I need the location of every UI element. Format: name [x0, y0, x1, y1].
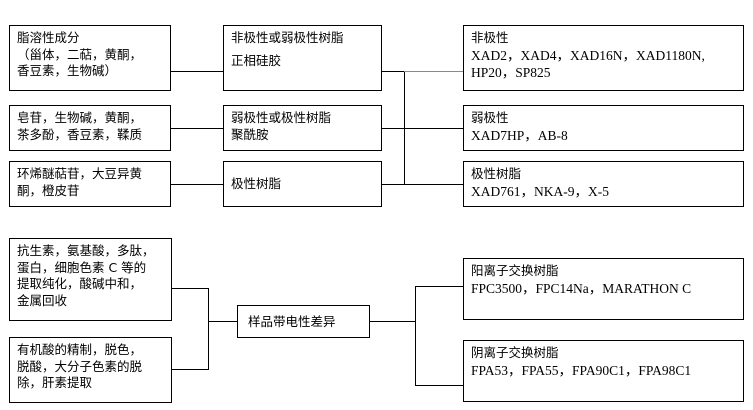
- connector-method3-bus: [382, 184, 404, 185]
- sample-box-row1-line2: （甾体，二萜，黄酮，: [17, 46, 143, 62]
- sample-box-row3-line1: 环烯醚萜苷，大豆异黄: [17, 166, 143, 181]
- connector-sample3-method3: [171, 184, 223, 185]
- connector-bus-resin3: [404, 184, 463, 185]
- method-box-row1-line1: 非极性或弱极性树脂: [231, 30, 344, 45]
- sample-box-row2: 皂苷，生物碱，黄酮， 茶多酚，香豆素，鞣质: [9, 105, 171, 151]
- anion-resin-box: 阴离子交换树脂 FPA53，FPA55，FPA90C1，FPA98C1: [463, 340, 744, 402]
- sample-box-row3: 环烯醚萜苷，大豆异黄 酮，橙皮苷: [9, 161, 171, 207]
- method-box-row2-line1: 弱极性或极性树脂: [231, 110, 332, 125]
- sample-box-row2-line2: 茶多酚，香豆素，鞣质: [17, 126, 143, 142]
- resin-box-row1-items-line1: XAD2，XAD4，XAD16N，XAD1180N,: [471, 47, 705, 63]
- anion-resin-items-line1: FPA53，FPA55，FPA90C1，FPA98C1: [471, 362, 692, 378]
- connector-method2-bus: [382, 128, 404, 129]
- resin-box-row3: 极性树脂 XAD761，NKA-9，X-5: [463, 161, 744, 207]
- connector-bracket-to-principle: [208, 321, 237, 322]
- connector-bracket-anion: [415, 385, 463, 386]
- connector-bracket-right-vertical: [415, 286, 416, 385]
- resin-box-row2: 弱极性 XAD7HP，AB-8: [463, 105, 744, 151]
- method-box-row1-line2: 正相硅胶: [231, 52, 282, 68]
- application-box-1-line3: 提取纯化，酸碱中和，: [17, 276, 143, 291]
- cation-resin-box: 阳离子交换树脂 FPC3500，FPC14Na，MARATHON C: [463, 258, 744, 320]
- connector-bracket-cation: [415, 286, 463, 287]
- application-box-2-line3: 除，肝素提取: [17, 375, 93, 390]
- application-box-2-line1: 有机酸的精制，脱色，: [17, 342, 143, 357]
- connector-principle-to-bracket: [370, 321, 415, 322]
- resin-box-row2-heading: 弱极性: [471, 110, 509, 125]
- principle-box-label: 样品带电性差异: [248, 313, 336, 329]
- resin-box-row3-items-line1: XAD761，NKA-9，X-5: [471, 183, 609, 199]
- application-box-1-line1: 抗生素，氨基酸，多肽，: [17, 243, 155, 258]
- cation-resin-items-line1: FPC3500，FPC14Na，MARATHON C: [471, 280, 692, 296]
- resin-box-row1-items-line2: HP20，SP825: [471, 65, 551, 81]
- method-box-row3: 极性树脂: [223, 161, 382, 207]
- connector-application2-bracket: [172, 369, 208, 370]
- application-box-1-line2: 蛋白，细胞色素 C 等的: [17, 259, 147, 275]
- method-box-row2: 弱极性或极性树脂 聚酰胺: [223, 105, 382, 151]
- sample-box-row1: 脂溶性成分 （甾体，二萜，黄酮， 香豆素，生物碱）: [9, 25, 171, 91]
- cation-resin-heading: 阳离子交换树脂: [471, 263, 559, 278]
- connector-bracket-left-vertical: [208, 288, 209, 370]
- resin-box-row1: 非极性 XAD2，XAD4，XAD16N，XAD1180N, HP20，SP82…: [463, 25, 744, 91]
- sample-box-row1-line1: 脂溶性成分: [17, 30, 80, 45]
- connector-sample2-method2: [171, 128, 223, 129]
- resin-box-row1-heading: 非极性: [471, 30, 509, 45]
- method-box-row3-line1: 极性树脂: [231, 176, 282, 192]
- resin-box-row3-heading: 极性树脂: [471, 166, 522, 181]
- connector-application1-bracket: [172, 288, 208, 289]
- connector-method1-bus: [382, 71, 404, 72]
- application-box-2: 有机酸的精制，脱色， 脱酸，大分子色素的脱 除，肝素提取: [9, 337, 172, 403]
- sample-box-row3-line2: 酮，橙皮苷: [17, 182, 80, 198]
- method-box-row1: 非极性或弱极性树脂 正相硅胶: [223, 25, 382, 91]
- connector-sample1-method1: [171, 71, 223, 72]
- application-box-1: 抗生素，氨基酸，多肽， 蛋白，细胞色素 C 等的 提取纯化，酸碱中和， 金属回收: [9, 238, 172, 321]
- application-box-2-line2: 脱酸，大分子色素的脱: [17, 358, 143, 374]
- connector-bus-resin1: [404, 71, 463, 72]
- method-box-row2-line2: 聚酰胺: [231, 126, 269, 142]
- resin-box-row2-items-line1: XAD7HP，AB-8: [471, 127, 568, 143]
- principle-box: 样品带电性差异: [237, 305, 370, 338]
- anion-resin-heading: 阴离子交换树脂: [471, 345, 559, 360]
- sample-box-row2-line1: 皂苷，生物碱，黄酮，: [17, 110, 143, 125]
- sample-box-row1-line3: 香豆素，生物碱）: [17, 63, 118, 78]
- connector-bus-resin2: [404, 128, 463, 129]
- application-box-1-line4: 金属回收: [17, 292, 68, 308]
